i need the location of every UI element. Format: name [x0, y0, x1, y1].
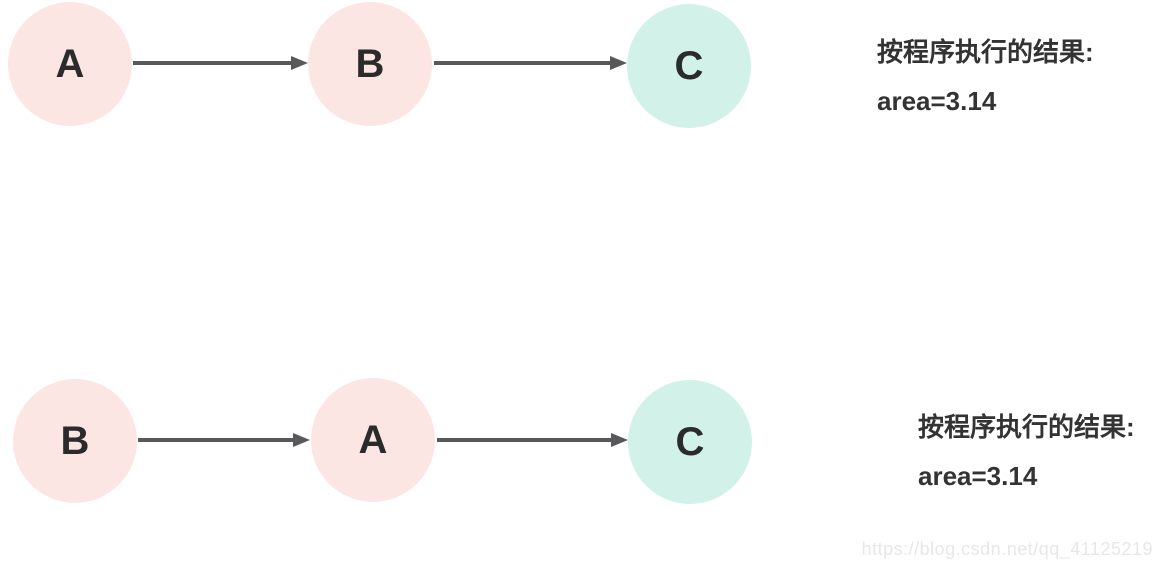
node-c-row1: C: [627, 4, 751, 128]
node-a-row1: A: [8, 2, 132, 126]
node-a-row2: A: [311, 378, 435, 502]
arrow-icon: [434, 56, 627, 70]
result-text-row1: 按程序执行的结果: area=3.14: [877, 28, 1094, 126]
result-line2: area=3.14: [877, 86, 997, 116]
result-text-row2: 按程序执行的结果: area=3.14: [918, 403, 1135, 501]
result-line1: 按程序执行的结果:: [918, 412, 1135, 442]
watermark-url: https://blog.csdn.net/qq_41125219: [861, 539, 1153, 559]
node-c-row2: C: [628, 380, 752, 504]
node-b-row2: B: [13, 379, 137, 503]
node-b-row1: B: [308, 2, 432, 126]
arrow-icon: [133, 56, 308, 70]
result-line2: area=3.14: [918, 461, 1038, 491]
arrow-icon: [138, 433, 310, 447]
result-line1: 按程序执行的结果:: [877, 37, 1094, 67]
arrow-icon: [437, 433, 628, 447]
